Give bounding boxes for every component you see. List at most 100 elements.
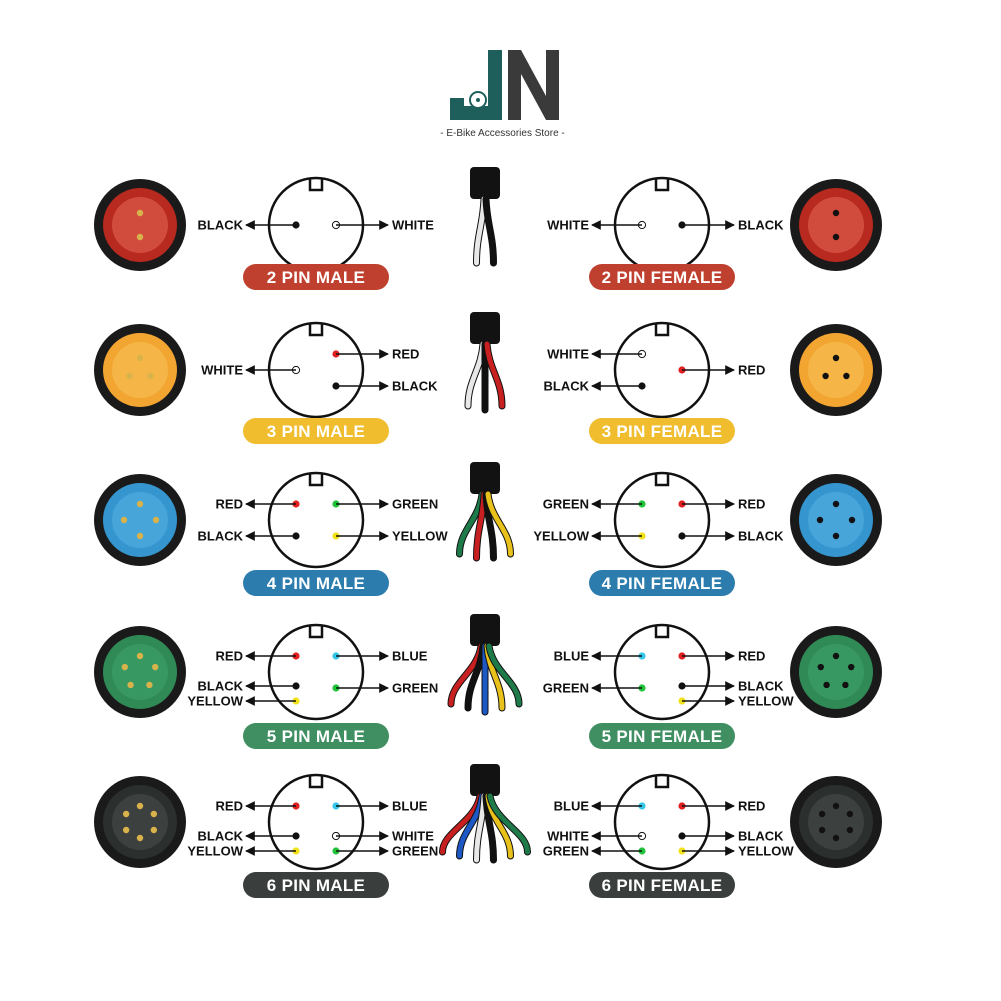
pin-hole [122,826,130,834]
pin-label-black: BLACK [392,379,438,394]
female-connector-photo-inner [808,197,864,253]
male-connector-photo-inner [112,342,168,398]
female-connector-photo-inner [808,644,864,700]
wire [483,196,496,266]
female-connector-photo-inner [808,794,864,850]
wire-bundle [447,614,523,716]
pin-hole [122,810,130,818]
female-pin-schematic [613,471,711,569]
female-schematic-key-notch [654,626,670,639]
connector-row-6-pin: REDBLACKYELLOWBLUEWHITEGREENBLUEWHITEGRE… [94,764,882,898]
pin-hole [832,209,840,217]
pin-label-black: BLACK [198,218,244,233]
brand-logo [450,50,559,120]
pin-hole [120,516,128,524]
pin-hole [823,681,830,689]
pin-hole [817,663,824,671]
female-pin-schematic [613,623,711,721]
wire-bundle [456,462,514,562]
female-title-badge-text: 5 PIN FEMALE [602,727,723,746]
wire-bundle [470,167,500,267]
female-pin-schematic [613,773,711,871]
pin-hole [848,663,855,671]
pin-hole [136,652,144,660]
wire-bundle [464,312,506,414]
female-title-badge-text: 2 PIN FEMALE [602,268,723,287]
wire [485,491,513,557]
female-title-badge-text: 6 PIN FEMALE [602,876,723,895]
pin-hole [832,652,840,660]
pin-label-black: BLACK [738,829,784,844]
female-connector-photo-inner [808,342,864,398]
pin-hole [842,681,849,689]
male-title-badge [243,872,389,898]
male-schematic-ring [267,773,365,871]
pin-hole [136,209,144,217]
pin-label-white: WHITE [392,829,434,844]
male-pin-schematic [267,623,365,721]
pin-label-white: WHITE [201,363,243,378]
female-schematic-key-notch [654,179,670,192]
brand-subtitle: - E-Bike Accessories Store - [440,128,565,139]
female-connector-photo [790,324,882,416]
pin-label-red: RED [216,649,243,664]
male-connector-photo-inner [112,644,168,700]
logo-j-shape [450,50,502,120]
female-title-badge [589,418,735,444]
male-title-badge [243,418,389,444]
connector-row-4-pin: REDBLACKGREENYELLOWGREENYELLOWREDBLACK4 … [94,462,882,596]
male-title-badge-text: 3 PIN MALE [267,422,365,441]
wire [484,341,505,409]
female-schematic-ring [613,623,711,721]
pin-hole [832,532,840,540]
male-schematic-key-notch [308,474,324,487]
pin-hole [146,681,153,689]
pin-label-red: RED [216,799,243,814]
wire-plug [470,312,500,344]
pin-hole [832,354,840,362]
pin-hole [152,663,159,671]
pin-hole [152,516,160,524]
pin-hole [147,372,154,380]
male-connector-photo [94,179,186,271]
pin-label-yellow: YELLOW [187,694,243,709]
male-title-badge-text: 2 PIN MALE [267,268,365,287]
pin-label-white: WHITE [547,829,589,844]
male-schematic-key-notch [308,324,324,337]
pin-hole [136,802,144,810]
pin-label-yellow: YELLOW [738,844,794,859]
pin-hole [832,802,840,810]
wire-bundle [439,764,531,864]
pin-hole [136,532,144,540]
pin-label-green: GREEN [543,497,589,512]
pin-label-red: RED [738,497,765,512]
male-connector-photo [94,626,186,718]
female-connector-photo [790,776,882,868]
pin-label-blue: BLUE [554,799,590,814]
male-schematic-key-notch [308,626,324,639]
wire [487,793,530,855]
male-title-badge [243,264,389,290]
male-title-badge-text: 4 PIN MALE [267,574,365,593]
pin-label-yellow: YELLOW [187,844,243,859]
pin-label-green: GREEN [543,681,589,696]
female-title-badge-text: 4 PIN FEMALE [602,574,723,593]
male-connector-photo [94,776,186,868]
pin-hole [822,372,829,380]
pin-hole [136,233,144,241]
pin-hole [136,354,144,362]
pin-label-black: BLACK [738,218,784,233]
wire-plug [470,614,500,646]
pin-hole [832,233,840,241]
female-title-badge [589,264,735,290]
pin-label-yellow: YELLOW [738,694,794,709]
pin-label-black: BLACK [544,379,590,394]
male-connector-photo-inner [112,492,168,548]
pin-hole [818,826,826,834]
male-connector-photo [94,474,186,566]
pin-label-white: WHITE [547,347,589,362]
pin-label-green: GREEN [543,844,589,859]
male-schematic-ring [267,471,365,569]
